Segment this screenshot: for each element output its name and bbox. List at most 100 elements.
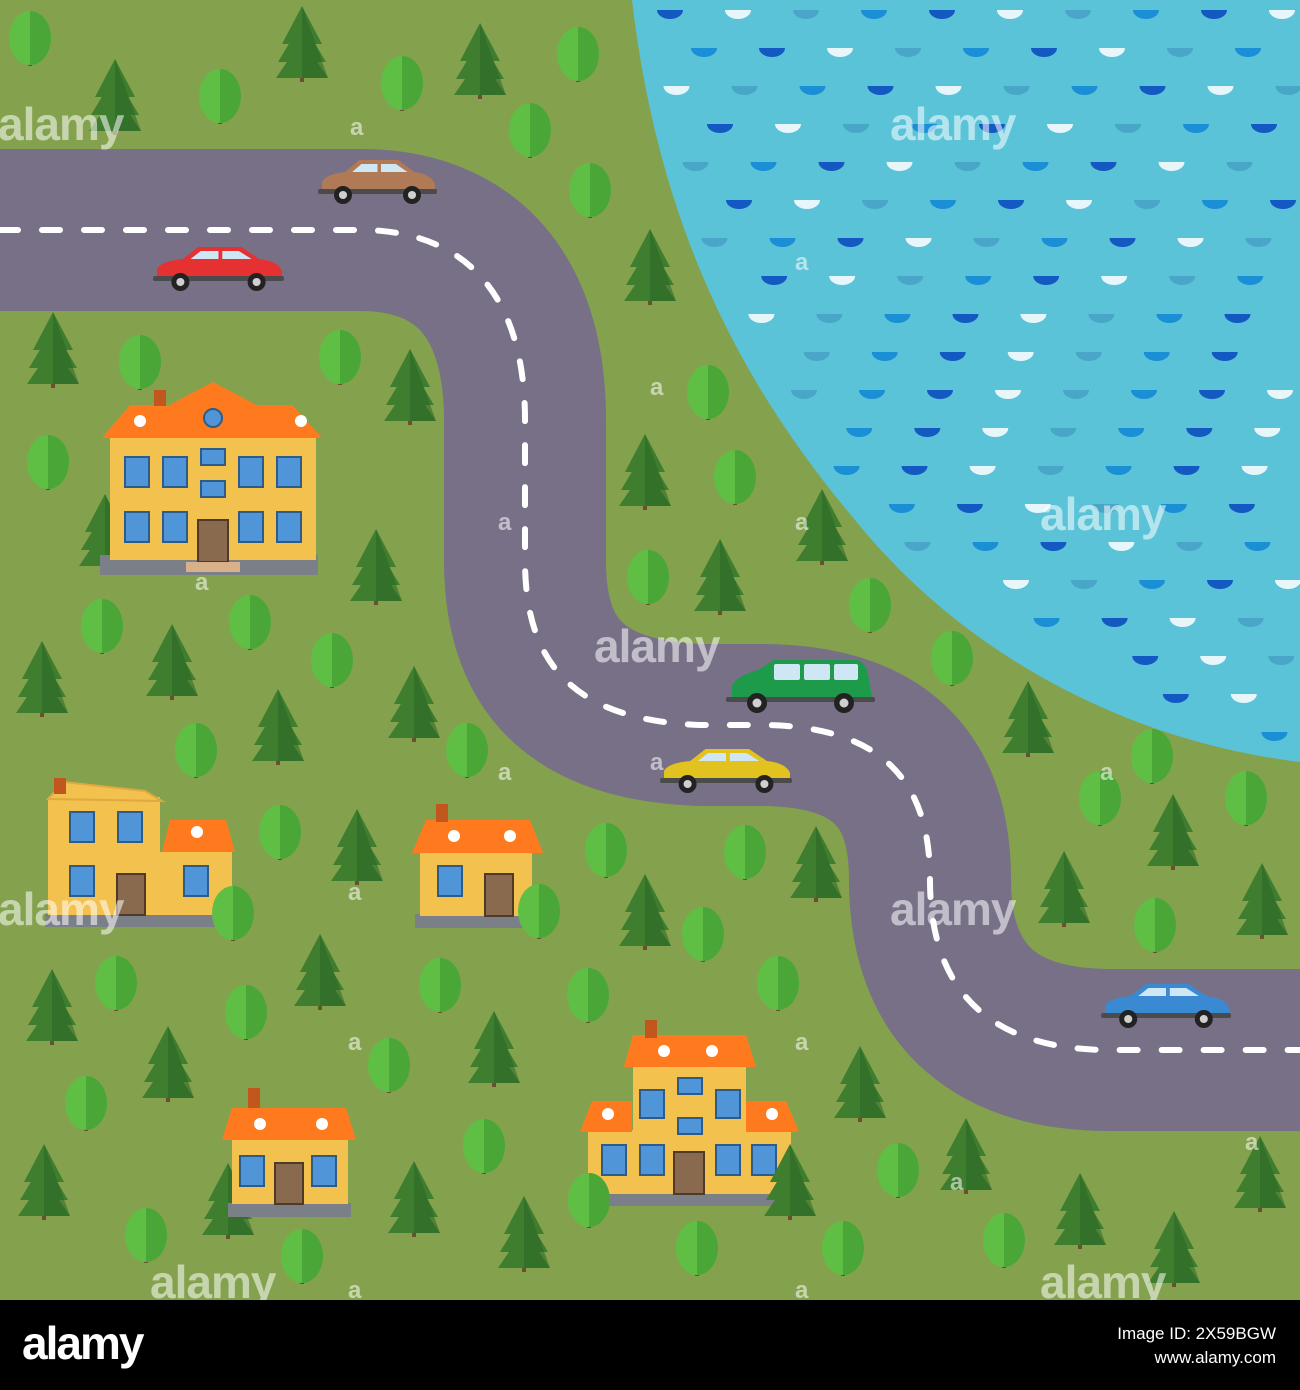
watermark-mark: a bbox=[350, 114, 364, 141]
deciduous-tree bbox=[849, 578, 891, 633]
watermark-mark: a bbox=[650, 374, 664, 401]
wave bbox=[725, 10, 751, 19]
wave bbox=[833, 466, 860, 475]
deciduous-tree bbox=[822, 1221, 864, 1276]
watermark-mark: a bbox=[795, 509, 809, 536]
wave bbox=[1007, 352, 1034, 361]
deciduous-tree bbox=[319, 330, 361, 385]
pine-tree bbox=[294, 934, 346, 1010]
wave bbox=[1201, 10, 1227, 19]
wave bbox=[1158, 162, 1185, 171]
deciduous-tree bbox=[27, 435, 69, 490]
watermark-mark: a bbox=[498, 509, 512, 536]
wave bbox=[914, 428, 941, 437]
wave bbox=[1226, 162, 1253, 171]
blue-car bbox=[1101, 984, 1231, 1028]
wave bbox=[1115, 124, 1141, 133]
wave bbox=[861, 10, 887, 19]
wave bbox=[897, 276, 924, 285]
wave bbox=[859, 390, 885, 399]
stock-meta: Image ID: 2X59BGW www.alamy.com bbox=[1117, 1322, 1276, 1370]
wave bbox=[1063, 390, 1089, 399]
wave bbox=[1090, 162, 1117, 171]
cars-layer bbox=[153, 160, 1231, 1028]
wave bbox=[982, 428, 1009, 437]
wave bbox=[769, 238, 796, 247]
pine-tree bbox=[1148, 1211, 1200, 1287]
pine-tree bbox=[26, 969, 78, 1045]
deciduous-tree bbox=[568, 1173, 610, 1228]
pine-tree bbox=[1236, 863, 1288, 939]
deciduous-tree bbox=[175, 723, 217, 778]
wave bbox=[846, 428, 873, 437]
lake-waves bbox=[657, 10, 1300, 741]
stock-logo: alamy bbox=[22, 1317, 144, 1369]
deciduous-tree bbox=[311, 633, 353, 688]
house-large-south bbox=[580, 1020, 799, 1206]
wave bbox=[691, 48, 717, 57]
wave bbox=[904, 542, 931, 551]
wave bbox=[965, 276, 992, 285]
pine-tree bbox=[1054, 1173, 1106, 1249]
brown-car bbox=[318, 160, 437, 204]
wave bbox=[1251, 124, 1277, 133]
wave bbox=[954, 162, 981, 171]
deciduous-tree bbox=[627, 550, 669, 605]
wave bbox=[750, 162, 777, 171]
watermark: alamy bbox=[150, 1256, 277, 1300]
wave bbox=[1211, 352, 1238, 361]
image-id-label: Image ID: 2X59BGW bbox=[1117, 1324, 1276, 1343]
wave bbox=[1139, 86, 1166, 95]
wave bbox=[799, 86, 826, 95]
pine-tree bbox=[142, 1026, 194, 1102]
wave bbox=[997, 10, 1023, 19]
pine-tree bbox=[350, 529, 402, 605]
wave bbox=[1118, 428, 1145, 437]
trees-layer bbox=[9, 6, 1288, 1287]
deciduous-tree bbox=[1134, 898, 1176, 953]
wave bbox=[1024, 504, 1051, 513]
wave bbox=[791, 390, 817, 399]
pine-tree bbox=[276, 6, 328, 82]
watermark-mark: a bbox=[348, 879, 362, 906]
wave bbox=[1268, 656, 1295, 666]
wave bbox=[1071, 86, 1098, 95]
wave bbox=[1202, 200, 1228, 209]
wave bbox=[935, 86, 962, 95]
watermark-mark: a bbox=[795, 249, 809, 276]
wave bbox=[803, 352, 830, 361]
house-small-middle bbox=[412, 804, 543, 928]
pine-tree bbox=[1038, 851, 1090, 927]
wave bbox=[1105, 466, 1132, 475]
house-left bbox=[45, 778, 235, 927]
wave bbox=[707, 124, 733, 133]
wave bbox=[1033, 276, 1060, 285]
wave bbox=[973, 238, 1000, 247]
deciduous-tree bbox=[419, 958, 461, 1013]
deciduous-tree bbox=[1225, 771, 1267, 826]
deciduous-tree bbox=[682, 907, 724, 962]
pine-tree bbox=[331, 809, 383, 885]
wave bbox=[1108, 542, 1135, 551]
deciduous-tree bbox=[281, 1229, 323, 1284]
wave bbox=[1031, 48, 1057, 57]
pine-tree bbox=[940, 1118, 992, 1194]
pine-tree bbox=[388, 666, 440, 742]
wave bbox=[682, 162, 709, 171]
deciduous-tree bbox=[724, 825, 766, 880]
watermark-mark: a bbox=[795, 1029, 809, 1056]
pine-tree bbox=[1147, 794, 1199, 870]
wave bbox=[930, 200, 956, 209]
wave bbox=[1047, 124, 1073, 133]
wave bbox=[761, 276, 788, 285]
wave bbox=[726, 200, 752, 209]
wave bbox=[1183, 124, 1209, 133]
deciduous-tree bbox=[676, 1221, 718, 1276]
watermark-mark: a bbox=[650, 749, 664, 776]
wave bbox=[952, 314, 979, 323]
road-center-line bbox=[0, 227, 1300, 1053]
watermark: alamy bbox=[594, 620, 721, 672]
pine-tree bbox=[454, 23, 506, 99]
